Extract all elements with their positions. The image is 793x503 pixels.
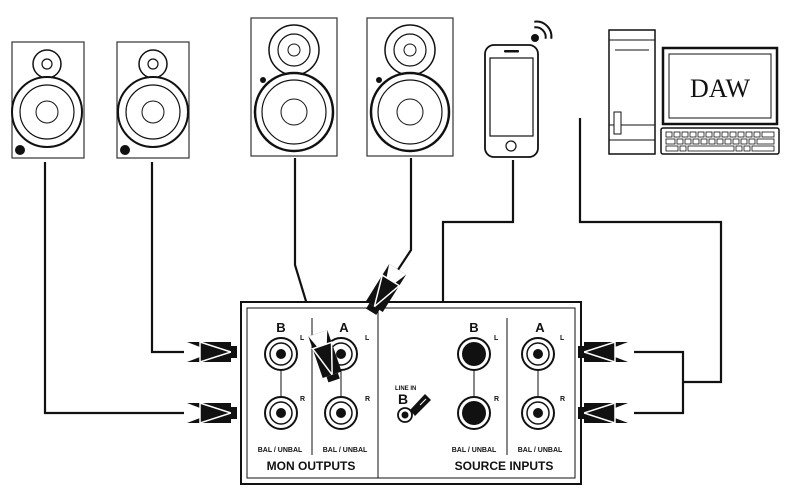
- src-a-right-jack[interactable]: [521, 396, 555, 430]
- src-a-left-jack[interactable]: [521, 337, 555, 371]
- mon-a-bal-label: BAL / UNBAL: [323, 447, 368, 454]
- mon-b-left-jack[interactable]: [264, 337, 298, 371]
- speaker-small-2: [116, 41, 190, 159]
- mon-b-r-label: R: [300, 396, 305, 403]
- mon-b-bal-label: BAL / UNBAL: [258, 447, 303, 454]
- computer-keyboard: [660, 127, 780, 155]
- src-b-right-jack[interactable]: [457, 396, 491, 430]
- mini-jack-plug: [410, 394, 431, 416]
- plug-computer-right: [577, 402, 629, 424]
- src-b-l-label: L: [494, 335, 499, 342]
- speaker-small-1: [11, 41, 85, 159]
- computer-tower: [608, 29, 656, 155]
- daw-label: DAW: [690, 74, 750, 103]
- src-col-b-label: B: [469, 320, 478, 335]
- wireless-signal-icon: [531, 20, 553, 42]
- mon-outputs-title: MON OUTPUTS: [267, 459, 356, 473]
- src-b-left-jack[interactable]: [457, 337, 491, 371]
- src-a-l-label: L: [560, 335, 565, 342]
- mon-b-right-jack[interactable]: [264, 396, 298, 430]
- computer-monitor: DAW: [661, 46, 779, 126]
- plug-speaker-2: [186, 341, 238, 363]
- speaker-large-2: [366, 17, 454, 157]
- plug-computer-left: [577, 341, 629, 363]
- mon-col-a-label: A: [339, 320, 349, 335]
- cable-speaker-2: [150, 162, 184, 354]
- source-inputs-title: SOURCE INPUTS: [455, 459, 554, 473]
- speaker-large-1: [250, 17, 338, 157]
- smartphone: [484, 44, 539, 158]
- cable-split-left: [634, 350, 685, 415]
- line-in-big-label: B: [398, 391, 408, 407]
- src-a-bal-label: BAL / UNBAL: [518, 447, 563, 454]
- cable-speaker-1: [43, 162, 184, 415]
- mon-col-b-label: B: [276, 320, 285, 335]
- mon-a-right-jack[interactable]: [324, 396, 358, 430]
- src-b-bal-label: BAL / UNBAL: [452, 447, 497, 454]
- cable-computer: [578, 118, 723, 384]
- src-a-r-label: R: [560, 396, 565, 403]
- plug-speaker-1: [186, 402, 238, 424]
- mon-b-l-label: L: [300, 335, 305, 342]
- cables: [43, 118, 723, 415]
- line-in-small-label: LINE IN: [395, 386, 416, 392]
- mon-a-r-label: R: [365, 396, 370, 403]
- src-col-a-label: A: [535, 320, 545, 335]
- src-b-r-label: R: [494, 396, 499, 403]
- monitor-controller-panel: [240, 301, 582, 485]
- mon-a-l-label: L: [365, 335, 370, 342]
- line-in-jack[interactable]: [397, 407, 413, 423]
